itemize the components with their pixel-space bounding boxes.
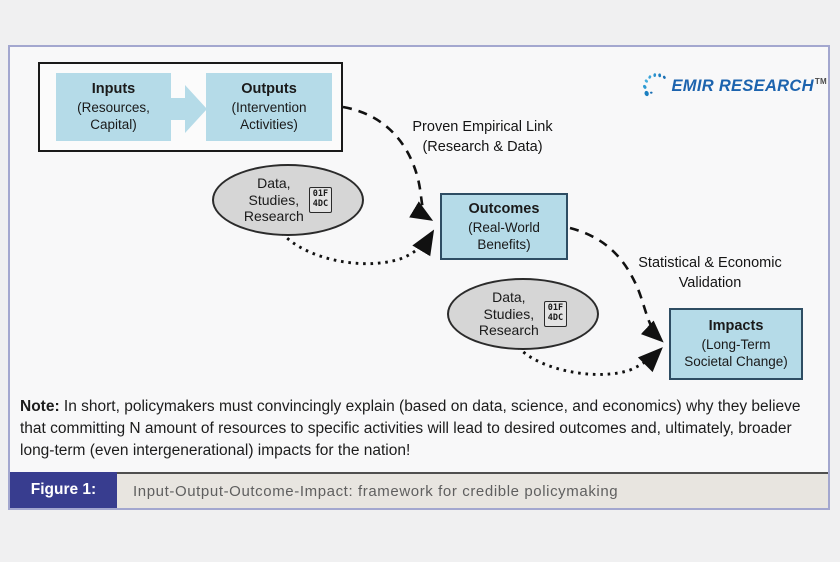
logo-wordmark: EMIR RESEARCHTM (671, 76, 827, 95)
dotted-arrow-evidence1-to-outcomes (280, 229, 435, 266)
impacts-box: Impacts (Long-Term Societal Change) (669, 308, 803, 380)
impacts-title: Impacts (708, 318, 764, 335)
evidence-ellipse-2: Data, Studies, Research 01F 4DC (447, 278, 599, 350)
note-body: In short, policymakers must convincingly… (20, 398, 801, 460)
evidence-ellipse-1: Data, Studies, Research 01F 4DC (212, 164, 364, 236)
outcomes-sub1: (Real-World (468, 219, 540, 235)
note-prefix: Note: (20, 398, 60, 415)
inputs-box: Inputs (Resources, Capital) (56, 73, 171, 141)
evidence-text: Data, Studies, Research (243, 174, 304, 225)
trademark-symbol: TM (814, 77, 827, 86)
outputs-box: Outputs (Intervention Activities) (206, 73, 332, 141)
scroll-glyph-placeholder-icon: 01F 4DC (308, 187, 333, 213)
outcomes-title: Outcomes (468, 200, 540, 217)
outcomes-sub2: Benefits) (477, 236, 531, 252)
dotted-arrow-evidence2-to-impacts (516, 346, 663, 376)
block-arrow-icon (170, 85, 207, 133)
inputs-outputs-container: Inputs (Resources, Capital) Outputs (Int… (38, 62, 343, 152)
outputs-sub1: (Intervention (231, 100, 307, 115)
link-label-proven-empirical: Proven Empirical Link (Research & Data) (412, 119, 553, 156)
evidence-text: Data, Studies, Research (478, 288, 539, 339)
figure-page: Inputs (Resources, Capital) Outputs (Int… (8, 45, 830, 510)
scroll-glyph-placeholder-icon: 01F 4DC (543, 301, 568, 327)
inputs-title: Inputs (91, 81, 136, 98)
figure-number-label: Figure 1: (10, 472, 117, 508)
emir-research-logo: EMIR RESEARCHTM (642, 63, 827, 109)
impacts-sub1: (Long-Term (701, 337, 771, 352)
impacts-sub2: Societal Change) (684, 354, 788, 370)
link-label-statistical-validation: Statistical & Economic Validation (638, 255, 782, 292)
inputs-sub1: (Resources, (77, 100, 150, 115)
emir-dots-icon (643, 73, 666, 97)
note-paragraph: Note: In short, policymakers must convin… (20, 396, 822, 462)
figure-caption-bar: Figure 1: Input-Output-Outcome-Impact: f… (10, 472, 828, 508)
figure-caption-text: Input-Output-Outcome-Impact: framework f… (117, 472, 828, 508)
outputs-title: Outputs (241, 81, 297, 98)
inputs-sub2: Capital) (90, 117, 137, 133)
outcomes-box: Outcomes (Real-World Benefits) (440, 193, 568, 260)
outputs-sub2: Activities) (240, 117, 298, 133)
